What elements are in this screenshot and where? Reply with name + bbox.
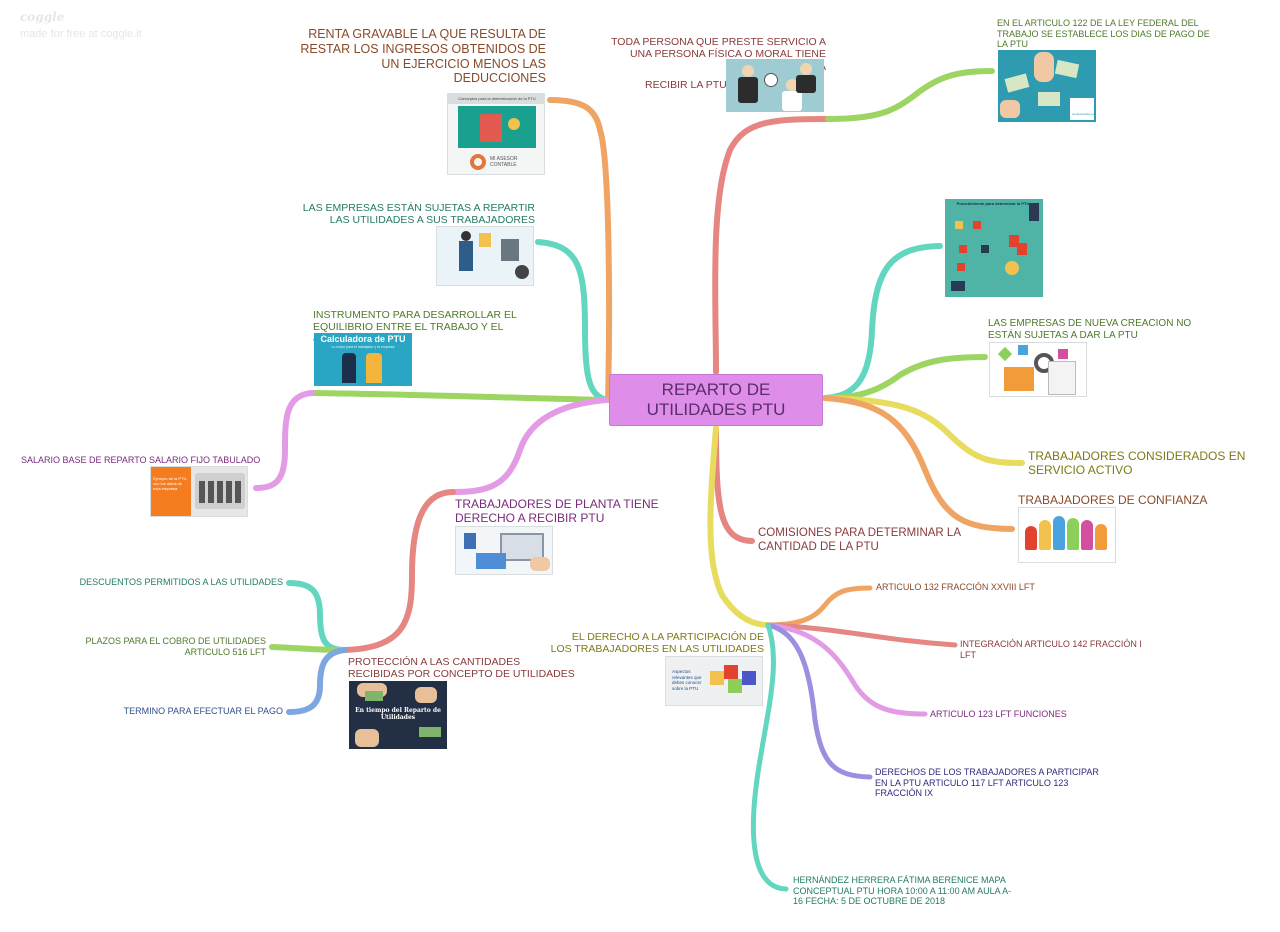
image-renta-gravable: Conceptos para la determinación de la PT… — [447, 93, 545, 175]
link-art123 — [765, 622, 928, 717]
coggle-logo: coggle — [20, 10, 65, 24]
link-servicio-activo — [822, 395, 1025, 466]
image-toda-persona — [726, 59, 824, 112]
central-topic[interactable]: REPARTO DE UTILIDADES PTU — [609, 374, 823, 426]
node-termino-text: TERMINO PARA EFECTUAR EL PAGO — [123, 706, 283, 716]
node-renta-gravable-text: RENTA GRAVABLE LA QUE RESULTA DE RESTAR … — [300, 27, 546, 86]
link-renta — [547, 97, 613, 403]
node-descuentos[interactable]: DESCUENTOS PERMITIDOS A LAS UTILIDADES — [60, 577, 283, 588]
image-articulo-122-brand: spokesmedia.com — [1072, 112, 1096, 116]
node-nueva-creacion[interactable]: LAS EMPRESAS DE NUEVA CREACION NO ESTÁN … — [988, 318, 1208, 342]
node-articulo-123-text: ARTICULO 123 LFT FUNCIONES — [930, 709, 1067, 719]
image-instrumento-sub: Lo mejor para el trabajador y la empresa — [331, 345, 395, 349]
node-toda-persona-line2: RECIBIR LA PTU — [645, 79, 727, 91]
node-plazos-text: PLAZOS PARA EL COBRO DE UTILIDADES ARTIC… — [85, 636, 266, 657]
image-renta-brand: MI ASESOR CONTABLE — [490, 156, 518, 168]
node-articulo-122-text: EN EL ARTICULO 122 DE LA LEY FEDERAL DEL… — [997, 18, 1210, 50]
node-derecho-participacion-text: EL DERECHO A LA PARTICIPACIÓN DE LOS TRA… — [550, 631, 764, 656]
link-instrumento — [309, 390, 609, 403]
node-proteccion[interactable]: PROTECCIÓN A LAS CANTIDADES RECIBIDAS PO… — [348, 656, 578, 681]
node-trabajadores-planta[interactable]: TRABAJADORES DE PLANTA TIENE DERECHO A R… — [455, 497, 665, 525]
node-proteccion-text: PROTECCIÓN A LAS CANTIDADES RECIBIDAS PO… — [348, 656, 575, 681]
node-empresas-sujetas-text: LAS EMPRESAS ESTÁN SUJETAS A REPARTIR LA… — [302, 202, 535, 227]
link-descuentos — [286, 580, 348, 653]
node-confianza[interactable]: TRABAJADORES DE CONFIANZA — [1018, 493, 1243, 507]
node-derechos-117-text: DERECHOS DE LOS TRABAJADORES A PARTICIPA… — [875, 767, 1099, 799]
image-instrumento-title: Calculadora de PTU — [320, 334, 406, 344]
central-topic-line2: UTILIDADES PTU — [646, 400, 786, 419]
image-procedimiento-title: Procedimiento para determinar la PTU — [956, 201, 1030, 206]
node-autor-text: HERNÁNDEZ HERRERA FÁTIMA BERENICE MAPA C… — [793, 875, 1012, 907]
link-art132 — [765, 585, 873, 628]
node-renta-gravable[interactable]: RENTA GRAVABLE LA QUE RESULTA DE RESTAR … — [300, 27, 546, 86]
node-descuentos-text: DESCUENTOS PERMITIDOS A LAS UTILIDADES — [79, 577, 283, 587]
node-articulo-132[interactable]: ARTICULO 132 FRACCIÓN XXVIII LFT — [876, 582, 1076, 593]
link-derecho — [707, 425, 771, 628]
node-articulo-123[interactable]: ARTICULO 123 LFT FUNCIONES — [930, 709, 1130, 720]
node-derecho-participacion[interactable]: EL DERECHO A LA PARTICIPACIÓN DE LOS TRA… — [548, 631, 764, 656]
link-proteccion — [342, 489, 456, 653]
image-derecho-text: Aspectos relevantes que debes conocer so… — [672, 669, 702, 691]
node-salario-base-text: SALARIO BASE DE REPARTO SALARIO FIJO TAB… — [21, 455, 261, 465]
node-integracion-142-text: INTEGRACIÓN ARTICULO 142 FRACCIÓN I LFT — [960, 639, 1142, 660]
image-proteccion-title: En tiempo del Reparto de Utilidades — [355, 707, 441, 722]
image-salario-base: Ejemplo de la PTU, con los datos de esta… — [150, 466, 248, 517]
image-procedimiento-ptu: Procedimiento para determinar la PTU — [945, 199, 1043, 297]
image-trabajadores-planta — [455, 526, 553, 575]
watermark-subtitle: made for free at coggle.it — [20, 28, 142, 40]
link-confianza — [822, 395, 1015, 532]
node-integracion-142[interactable]: INTEGRACIÓN ARTICULO 142 FRACCIÓN I LFT — [960, 639, 1160, 660]
link-comisiones — [713, 425, 755, 544]
image-confianza — [1018, 507, 1116, 563]
image-articulo-122: spokesmedia.com — [998, 50, 1096, 122]
link-salario — [253, 390, 315, 491]
link-autor — [750, 622, 789, 892]
node-salario-base[interactable]: SALARIO BASE DE REPARTO SALARIO FIJO TAB… — [21, 455, 261, 466]
node-plazos[interactable]: PLAZOS PARA EL COBRO DE UTILIDADES ARTIC… — [40, 636, 266, 657]
link-nueva-creacion — [822, 354, 988, 401]
image-nueva-creacion — [989, 342, 1087, 397]
node-articulo-122[interactable]: EN EL ARTICULO 122 DE LA LEY FEDERAL DEL… — [997, 18, 1219, 50]
node-termino[interactable]: TERMINO PARA EFECTUAR EL PAGO — [80, 706, 283, 717]
asesor-logo-icon — [470, 154, 486, 170]
link-integracion — [765, 622, 958, 648]
node-comisiones[interactable]: COMISIONES PARA DETERMINAR LA CANTIDAD D… — [758, 527, 973, 554]
central-topic-line1: REPARTO DE — [661, 380, 771, 400]
link-empresas-sujetas — [535, 239, 609, 403]
node-empresas-sujetas[interactable]: LAS EMPRESAS ESTÁN SUJETAS A REPARTIR LA… — [300, 202, 535, 227]
link-termino — [286, 647, 348, 715]
image-renta-panel — [458, 106, 536, 148]
image-renta-caption: Conceptos para la determinación de la PT… — [448, 94, 544, 104]
node-derechos-117[interactable]: DERECHOS DE LOS TRABAJADORES A PARTICIPA… — [875, 767, 1107, 799]
image-proteccion: En tiempo del Reparto de Utilidades — [349, 681, 447, 749]
node-servicio-activo-text: TRABAJADORES CONSIDERADOS EN SERVICIO AC… — [1028, 449, 1246, 478]
node-nueva-creacion-text: LAS EMPRESAS DE NUEVA CREACION NO ESTÁN … — [988, 318, 1192, 341]
node-autor[interactable]: HERNÁNDEZ HERRERA FÁTIMA BERENICE MAPA C… — [793, 875, 1015, 907]
image-empresas-sujetas — [436, 226, 534, 286]
link-planta — [450, 397, 609, 495]
node-articulo-132-text: ARTICULO 132 FRACCIÓN XXVIII LFT — [876, 582, 1035, 592]
image-derecho-participacion: Aspectos relevantes que debes conocer so… — [665, 656, 763, 706]
image-salario-text: Ejemplo de la PTU, con los datos de esta… — [153, 476, 188, 491]
link-diagrama — [822, 243, 943, 401]
node-confianza-text: TRABAJADORES DE CONFIANZA — [1018, 493, 1208, 507]
link-persona — [712, 116, 831, 375]
link-articulo122 — [825, 68, 995, 122]
link-derechos117 — [765, 622, 873, 780]
coggle-watermark: coggle made for free at coggle.it — [20, 10, 142, 40]
node-comisiones-text: COMISIONES PARA DETERMINAR LA CANTIDAD D… — [758, 527, 961, 553]
node-servicio-activo[interactable]: TRABAJADORES CONSIDERADOS EN SERVICIO AC… — [1028, 449, 1253, 477]
node-trabajadores-planta-text: TRABAJADORES DE PLANTA TIENE DERECHO A R… — [455, 497, 659, 526]
image-instrumento: Calculadora de PTU Lo mejor para el trab… — [314, 333, 412, 386]
